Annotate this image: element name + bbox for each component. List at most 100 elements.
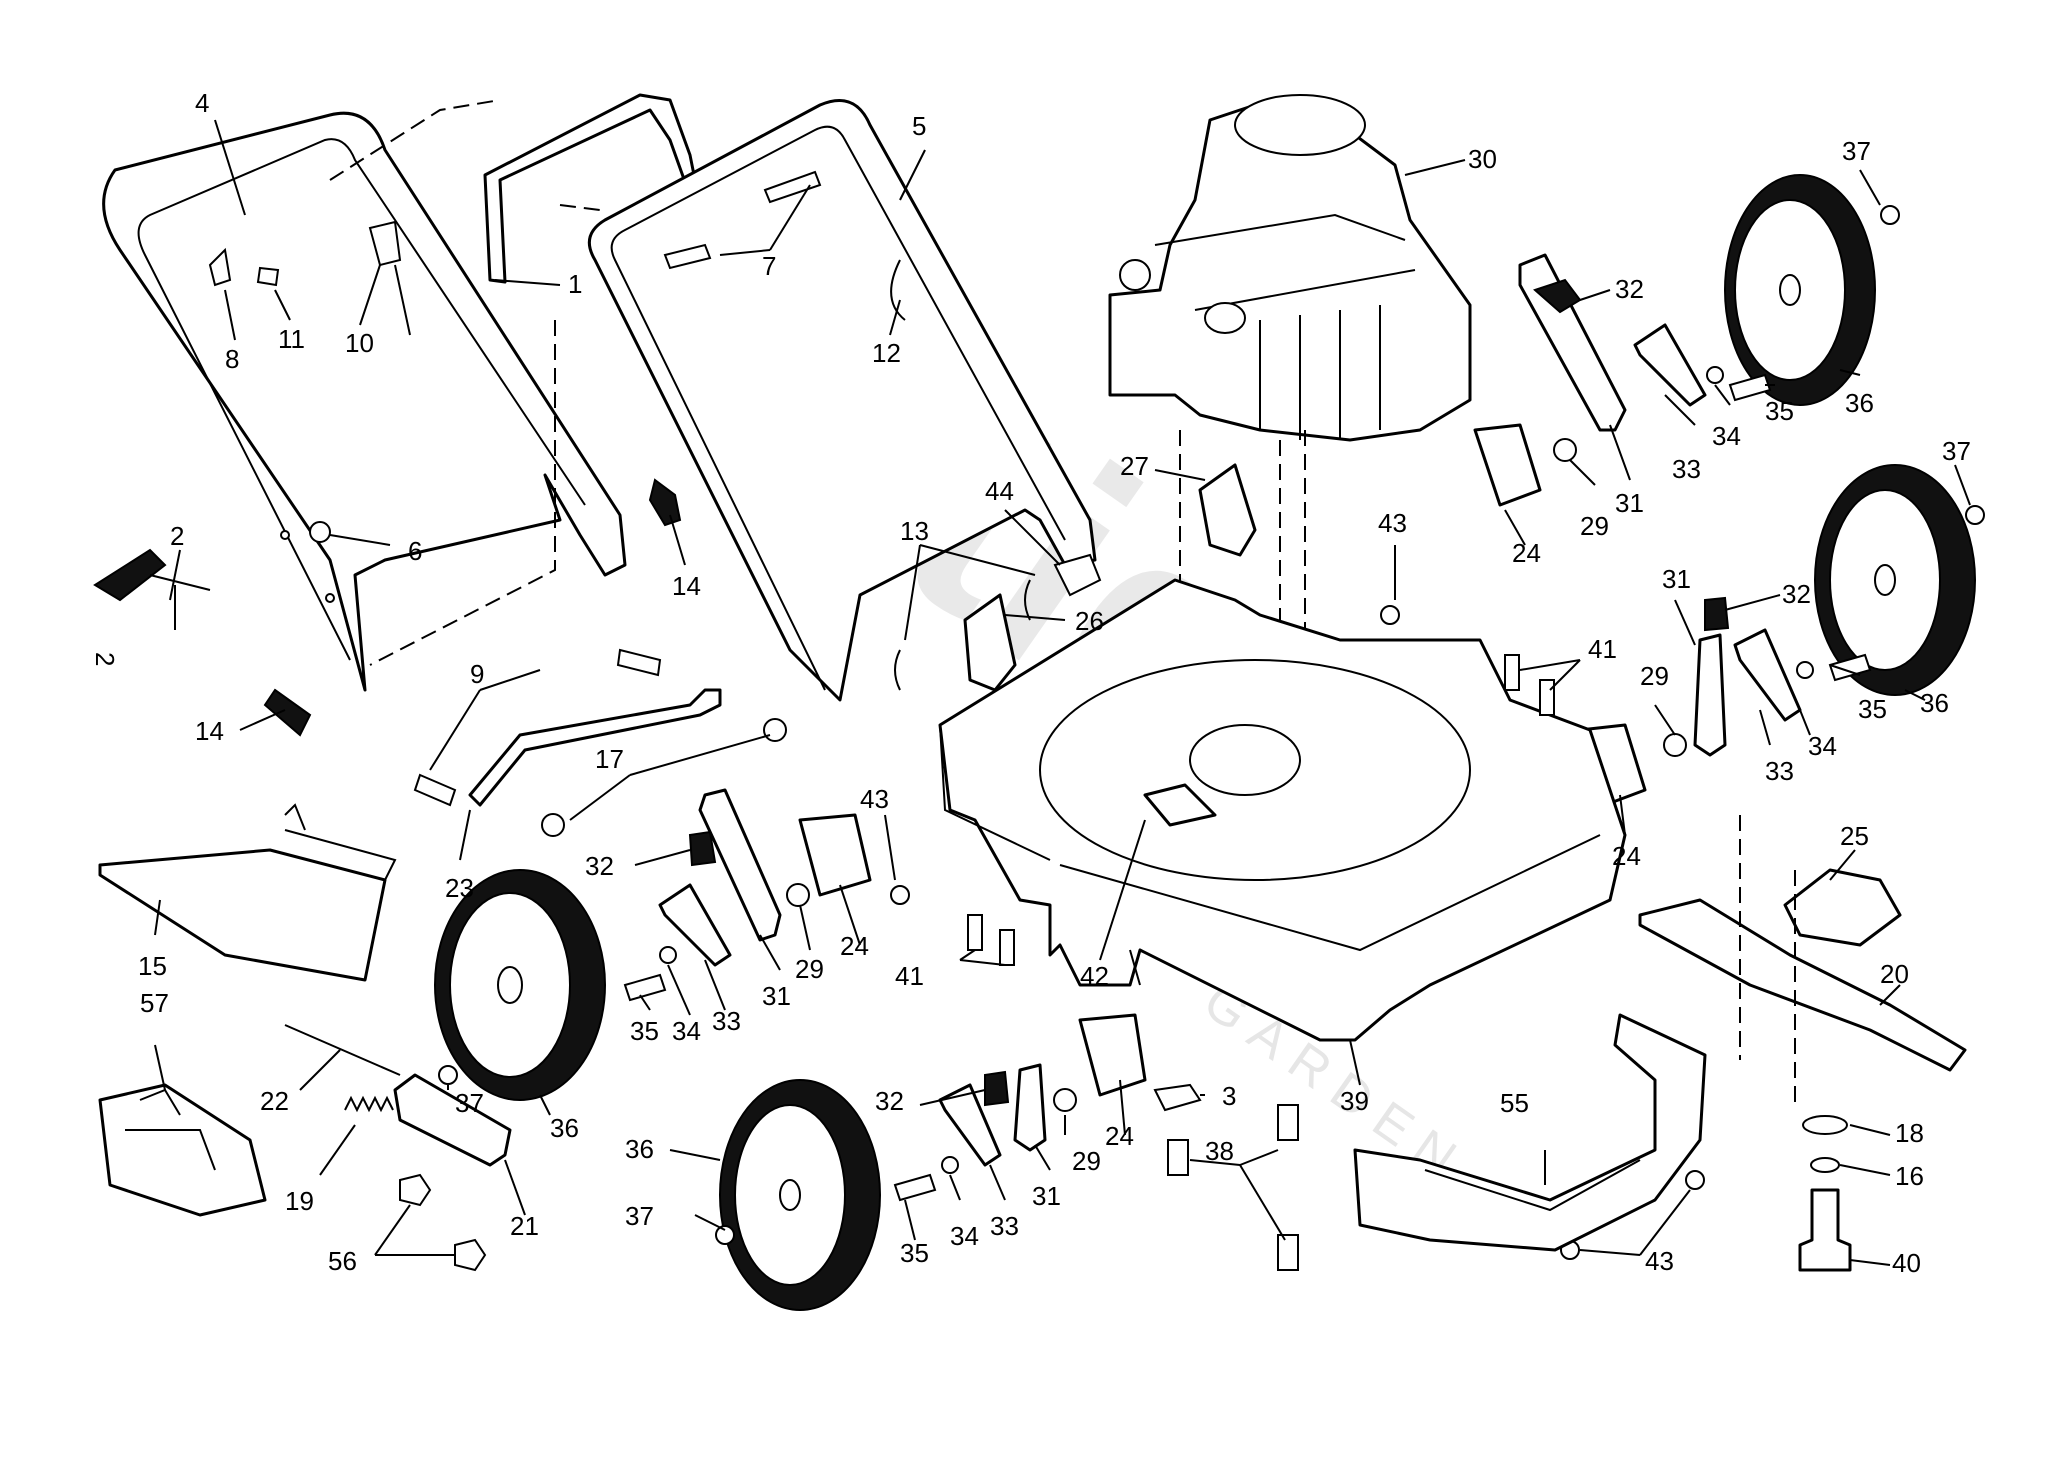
callout-32: 32 — [1782, 579, 1811, 609]
blade-20 — [1638, 898, 1967, 1072]
baffle-55 — [1353, 1013, 1707, 1252]
spacer-29-left — [786, 883, 810, 907]
callout-34: 34 — [1712, 421, 1741, 451]
bracket-26 — [963, 593, 1017, 692]
callout-32: 32 — [1615, 274, 1644, 304]
callout-31: 31 — [1662, 564, 1691, 594]
callout-5: 5 — [912, 111, 926, 141]
callout-16: 16 — [1895, 1161, 1924, 1191]
engine-30 — [1108, 94, 1472, 442]
callout-24: 24 — [1105, 1121, 1134, 1151]
callout-24: 24 — [1512, 538, 1541, 568]
callout-33: 33 — [1765, 756, 1794, 786]
washer-34-left — [659, 946, 677, 964]
callout-43: 43 — [1645, 1246, 1674, 1276]
callout-13: 13 — [900, 516, 929, 546]
wheel-36-right-rear — [1724, 174, 1876, 406]
nut-37-left — [438, 1065, 458, 1085]
wheel-36-left-rear — [434, 869, 606, 1101]
callout-9: 9 — [470, 659, 484, 689]
spacer-29-right-upper — [1553, 438, 1577, 462]
callout-41: 41 — [1588, 634, 1617, 664]
callout-27: 27 — [1120, 451, 1149, 481]
callout-34: 34 — [950, 1221, 979, 1251]
nut-37-right-upper — [1880, 205, 1900, 225]
callout-36: 36 — [1845, 388, 1874, 418]
plate-42 — [1143, 783, 1217, 827]
nut-37-right-lower — [1965, 505, 1985, 525]
bolt-7a — [663, 243, 712, 270]
nut-43-left — [890, 885, 910, 905]
clip-44 — [1053, 553, 1102, 597]
blade-bolt-40 — [1798, 1188, 1852, 1272]
cable-dashed-line — [329, 99, 601, 666]
bolt-35-right-lower — [1828, 653, 1872, 682]
axle-rod-22 — [284, 1024, 401, 1076]
deflector-15 — [98, 803, 397, 982]
callout-33: 33 — [1672, 454, 1701, 484]
nut-37-bottom — [715, 1225, 735, 1245]
callout-32: 32 — [585, 851, 614, 881]
callout-40: 40 — [1892, 1248, 1921, 1278]
callout-37: 37 — [1942, 436, 1971, 466]
lever-31-right-lower — [1693, 633, 1727, 757]
callout-29: 29 — [1072, 1146, 1101, 1176]
callout-22: 22 — [260, 1086, 289, 1116]
callout-12: 12 — [872, 338, 901, 368]
callout-29: 29 — [1580, 511, 1609, 541]
callout-43: 43 — [860, 784, 889, 814]
callout-36: 36 — [1920, 688, 1949, 718]
callout-31: 31 — [1615, 488, 1644, 518]
callout-6: 6 — [408, 536, 422, 566]
callout-42: 42 — [1080, 961, 1109, 991]
bolt-41-right-a — [1504, 654, 1520, 691]
clip-3 — [1153, 1083, 1202, 1112]
bracket-33-left — [658, 883, 732, 967]
bracket-21 — [393, 1073, 512, 1167]
callout-41: 41 — [895, 961, 924, 991]
side-mark: 2 — [90, 652, 120, 666]
nut-56a — [399, 1173, 432, 1207]
nut-43-top — [1380, 605, 1400, 625]
spacer-29-right-lower — [1663, 733, 1687, 757]
callout-44: 44 — [985, 476, 1014, 506]
callout-15: 15 — [138, 951, 167, 981]
washer-18 — [1802, 1115, 1848, 1135]
cable-tie-12 — [890, 259, 906, 321]
callout-26: 26 — [1075, 606, 1104, 636]
cap-32-right — [1704, 596, 1730, 632]
bolt-41-left-b — [999, 929, 1015, 966]
mulch-plug-57 — [98, 1083, 267, 1217]
washer-34-right-upper — [1706, 366, 1724, 384]
lever-31-left — [698, 788, 782, 942]
callout-1: 1 — [568, 269, 582, 299]
callout-10: 10 — [345, 328, 374, 358]
washer-34-bottom — [941, 1156, 959, 1174]
bolt-35-left — [623, 973, 667, 1002]
bolt-35-bottom — [893, 1173, 937, 1202]
callout-35: 35 — [1765, 396, 1794, 426]
callout-39: 39 — [1340, 1086, 1369, 1116]
blade-adapter-25 — [1783, 868, 1902, 947]
nut-56b — [454, 1238, 487, 1272]
callout-21: 21 — [510, 1211, 539, 1241]
callout-2: 2 — [170, 521, 184, 551]
lock-washer-16 — [1810, 1157, 1840, 1173]
callout-labels: 4 5 30 37 1 7 32 8 11 10 12 35 36 34 33 … — [138, 88, 1971, 1278]
bracket-33-right-upper — [1633, 323, 1707, 407]
callout-29: 29 — [1640, 661, 1669, 691]
callout-55: 55 — [1500, 1088, 1529, 1118]
spring-10 — [368, 220, 402, 267]
bolt-38-a — [1167, 1139, 1189, 1176]
cap-32-left — [688, 830, 717, 867]
callout-33: 33 — [712, 1006, 741, 1036]
callout-35: 35 — [1858, 694, 1887, 724]
callout-30: 30 — [1468, 144, 1497, 174]
callout-36: 36 — [625, 1134, 654, 1164]
lower-handle-right — [587, 99, 1097, 702]
callout-24: 24 — [1612, 841, 1641, 871]
callout-20: 20 — [1880, 959, 1909, 989]
bolt-38-b — [1277, 1104, 1299, 1141]
callout-43: 43 — [1378, 508, 1407, 538]
callout-31: 31 — [762, 981, 791, 1011]
